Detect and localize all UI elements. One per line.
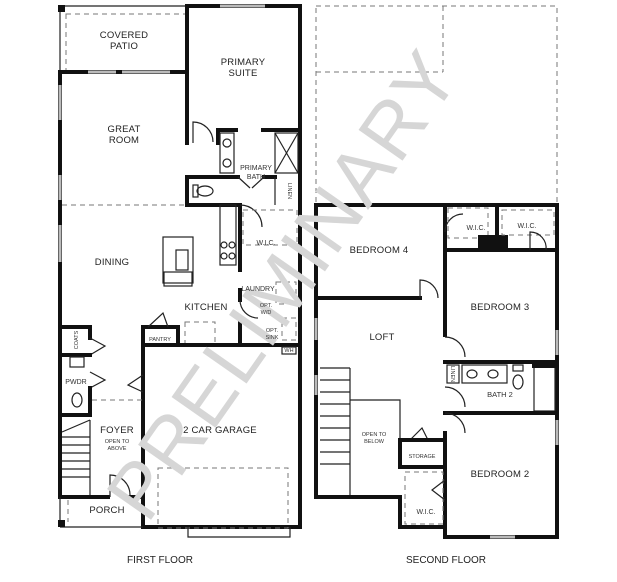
label-primary-suite: PRIMARY bbox=[221, 57, 266, 68]
label-bedroom-3: BEDROOM 3 bbox=[471, 302, 530, 313]
label-porch: PORCH bbox=[89, 505, 124, 516]
label-wic-b: W.I.C. bbox=[517, 223, 536, 230]
label-open-below-2: BELOW bbox=[364, 439, 385, 445]
label-linen-2: LINEN bbox=[449, 366, 455, 382]
label-opt-sink: OPT. bbox=[266, 328, 279, 334]
label-foyer: FOYER bbox=[100, 425, 134, 436]
label-kitchen: KITCHEN bbox=[184, 302, 227, 313]
label-dining: DINING bbox=[95, 257, 129, 268]
kitchen-island bbox=[162, 236, 194, 284]
label-linen-1: LINEN bbox=[286, 183, 292, 199]
label-open-below: OPEN TO bbox=[362, 432, 387, 438]
label-wic-a: W.I.C. bbox=[466, 225, 485, 232]
label-storage: STORAGE bbox=[409, 454, 436, 460]
label-bedroom-2: BEDROOM 2 bbox=[471, 469, 530, 480]
first-floor bbox=[58, 4, 302, 538]
label-open-above: OPEN TO bbox=[105, 439, 130, 445]
label-primary-bath-2: BATH bbox=[247, 174, 265, 181]
label-open-above-2: ABOVE bbox=[108, 446, 127, 452]
label-covered-patio-2: PATIO bbox=[110, 41, 138, 52]
second-floor-labels: BEDROOM 4 W.I.C. W.I.C. BEDROOM 3 LOFT L… bbox=[350, 223, 537, 566]
label-wic-c: W.I.C. bbox=[416, 509, 435, 516]
label-wh: WH bbox=[284, 348, 293, 354]
label-opt-wd: OPT. bbox=[260, 303, 273, 309]
first-floor-labels: COVERED PATIO PRIMARY SUITE GREAT ROOM P… bbox=[65, 30, 293, 566]
label-great-room: GREAT bbox=[107, 124, 140, 135]
label-pwdr: PWDR bbox=[65, 379, 86, 386]
label-covered-patio: COVERED bbox=[100, 30, 148, 41]
stairs-second bbox=[320, 367, 351, 495]
label-great-room-2: ROOM bbox=[109, 135, 139, 146]
label-garage: 2 CAR GARAGE bbox=[183, 425, 257, 436]
label-laundry: LAUNDRY bbox=[241, 286, 275, 293]
label-primary-suite-2: SUITE bbox=[229, 68, 258, 79]
label-pantry: PANTRY bbox=[149, 337, 171, 343]
label-primary-bath: PRIMARY bbox=[240, 165, 272, 172]
label-opt-sink-2: SINK bbox=[266, 335, 279, 341]
caption-first-floor: FIRST FLOOR bbox=[127, 555, 193, 566]
label-coats: COATS bbox=[74, 330, 80, 349]
label-bath-2: BATH 2 bbox=[487, 390, 513, 399]
label-bedroom-4: BEDROOM 4 bbox=[350, 245, 409, 256]
caption-second-floor: SECOND FLOOR bbox=[406, 555, 486, 566]
stairs-first bbox=[61, 419, 91, 495]
second-floor bbox=[314, 5, 559, 539]
label-loft: LOFT bbox=[369, 332, 394, 343]
label-wic-1: W.I.C. bbox=[256, 240, 275, 247]
label-opt-wd-2: W/D bbox=[261, 310, 272, 316]
